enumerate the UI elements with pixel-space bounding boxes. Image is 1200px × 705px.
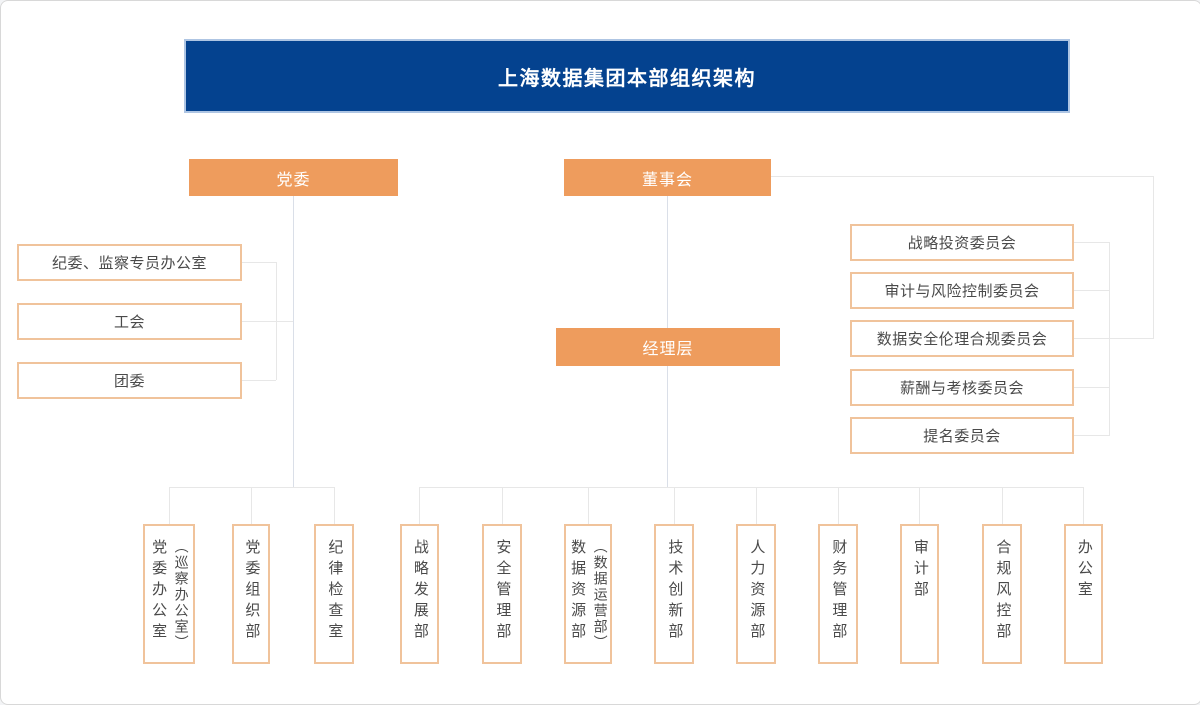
connector-line [293,196,294,487]
committee-strategic-investment: 战略投资委员会 [850,224,1074,261]
dept-label: 数据资源部 [569,539,587,644]
connector-line [334,487,335,524]
org-labor-union: 工会 [17,303,242,340]
dept-party-organization: 党委组织部 [232,524,270,664]
connector-line [588,487,589,524]
title-banner: 上海数据集团本部组织架构 [184,39,1070,113]
connector-line [838,487,839,524]
committee-compensation-assessment: 薪酬与考核委员会 [850,369,1074,406]
committee-label: 薪酬与考核委员会 [899,380,1024,397]
connector-line [1002,487,1003,524]
connector-line [169,487,170,524]
connector-line [242,262,276,263]
connector-line [919,487,920,524]
dept-label: 党委组织部 [243,539,261,644]
connector-line [1153,176,1154,339]
dept-discipline-inspection: 纪律检查室 [314,524,354,664]
dept-strategy-development: 战略发展部 [400,524,439,664]
node-management-layer: 经理层 [556,328,780,366]
dept-general-office: 办公室 [1064,524,1103,664]
connector-line [1074,338,1154,339]
connector-line [771,176,1154,177]
connector-line [242,321,293,322]
node-board-of-directors-label: 董事会 [641,171,693,189]
org-youth-league: 团委 [17,362,242,399]
connector-line [1083,487,1084,524]
org-label: 工会 [113,314,145,331]
dept-label: 财务管理部 [830,539,848,644]
dept-label: 安全管理部 [494,539,512,644]
connector-line [756,487,757,524]
page-title: 上海数据集团本部组织架构 [498,67,756,90]
connector-line [242,380,276,381]
org-label: 团委 [113,373,145,390]
dept-label: 战略发展部 [411,539,429,644]
dept-label: 审计部 [911,539,929,602]
committee-label: 数据安全伦理合规委员会 [876,331,1048,348]
dept-label: 党委办公室 [150,539,168,644]
dept-data-resources: 数据资源部 （数据运营部） [564,524,612,664]
committee-label: 提名委员会 [923,428,1001,445]
connector-line [251,487,252,524]
dept-security-management: 安全管理部 [482,524,522,664]
dept-label: 技术创新部 [666,539,684,644]
dept-label: 人力资源部 [748,539,766,644]
dept-party-committee-office: 党委办公室 （巡察办公室） [143,524,195,664]
connector-line [1074,387,1109,388]
dept-finance-management: 财务管理部 [818,524,858,664]
dept-technology-innovation: 技术创新部 [654,524,694,664]
connector-line [1074,290,1109,291]
committee-nomination: 提名委员会 [850,417,1074,454]
connector-line [1074,242,1109,243]
dept-human-resources: 人力资源部 [736,524,776,664]
connector-line [419,487,420,524]
dept-compliance-risk-control: 合规风控部 [982,524,1022,664]
node-board-of-directors: 董事会 [564,159,771,196]
dept-label: 纪律检查室 [326,539,344,644]
node-management-layer-label: 经理层 [642,341,694,358]
org-discipline-supervision-office: 纪委、监察专员办公室 [17,244,242,281]
node-party-committee-label: 党委 [276,171,311,189]
connector-line [1074,435,1109,436]
connector-line [502,487,503,524]
committee-label: 战略投资委员会 [907,235,1017,252]
committee-label: 审计与风险控制委员会 [884,283,1040,300]
dept-label: 合规风控部 [994,539,1012,644]
committee-data-security-ethics-compliance: 数据安全伦理合规委员会 [850,320,1074,357]
dept-sub-label: （数据运营部） [592,539,609,651]
org-label: 纪委、监察专员办公室 [51,255,207,272]
connector-line [419,487,1084,488]
dept-sub-label: （巡察办公室） [173,539,190,651]
connector-line [674,487,675,524]
committee-audit-risk-control: 审计与风险控制委员会 [850,272,1074,309]
dept-label: 办公室 [1075,539,1093,602]
node-party-committee: 党委 [189,159,398,196]
dept-audit: 审计部 [900,524,939,664]
connector-line [1109,242,1110,436]
